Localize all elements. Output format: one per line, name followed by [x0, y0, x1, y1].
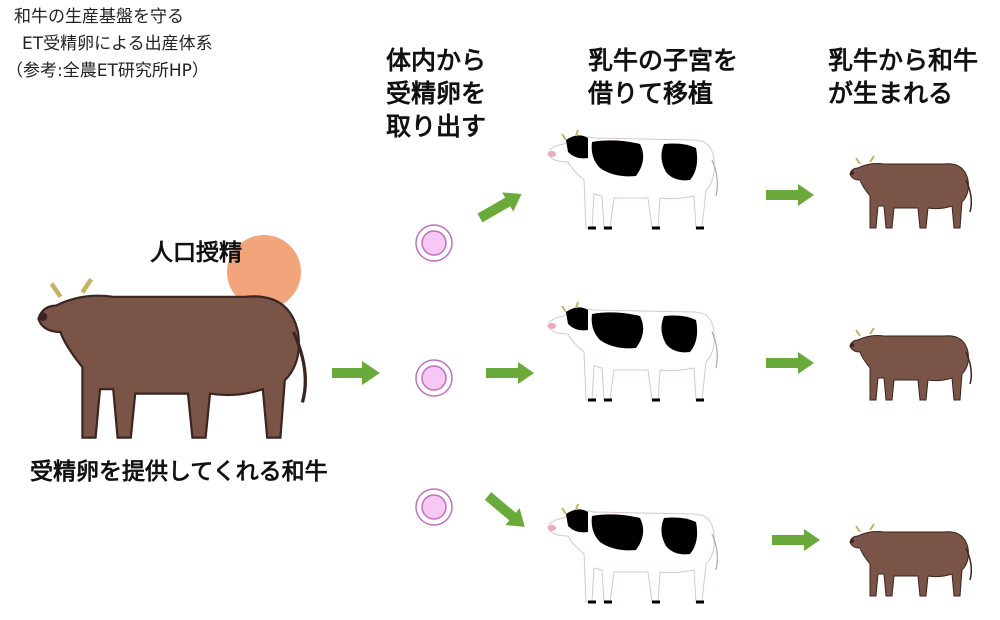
arrow-surrogate-to-calf-bottom	[772, 529, 820, 551]
title-line-3: （参考:全農ET研究所HP）	[6, 61, 209, 81]
egg-top	[415, 224, 453, 262]
diagram-title: 和牛の生産基盤を守る ET受精卵による出産体系 （参考:全農ET研究所HP）	[6, 4, 213, 85]
arrow-donor-to-eggs	[332, 361, 380, 385]
arrow-egg-to-surrogate-middle	[486, 362, 534, 384]
born-wagyu-middle	[849, 327, 973, 401]
surrogate-holstein-bottom	[546, 502, 719, 604]
arrow-surrogate-to-calf-middle	[766, 352, 814, 374]
step-birth-heading: 乳牛から和牛 が生まれる	[828, 46, 979, 108]
donor-wagyu-label: 受精卵を提供してくれる和牛	[30, 459, 328, 485]
insemination-circle	[227, 235, 301, 309]
egg-bottom	[415, 488, 453, 526]
arrow-surrogate-to-calf-top	[766, 184, 814, 206]
insemination-label: 人口授精	[150, 240, 242, 266]
egg-middle	[415, 359, 453, 397]
surrogate-holstein-top	[546, 128, 719, 230]
title-line-1: 和牛の生産基盤を守る	[14, 7, 184, 27]
donor-wagyu	[38, 279, 305, 437]
surrogate-holstein-middle	[546, 300, 719, 402]
born-wagyu-bottom	[849, 523, 973, 597]
title-line-2: ET受精卵による出産体系	[22, 34, 213, 54]
arrow-egg-to-surrogate-bottom	[484, 492, 525, 527]
born-wagyu-top	[849, 155, 973, 229]
arrow-egg-to-surrogate-top	[477, 192, 522, 223]
step-extract-heading: 体内から 受精卵を 取り出す	[386, 46, 487, 141]
step-surrogate-heading: 乳牛の子宮を 借りて移植	[588, 46, 739, 108]
